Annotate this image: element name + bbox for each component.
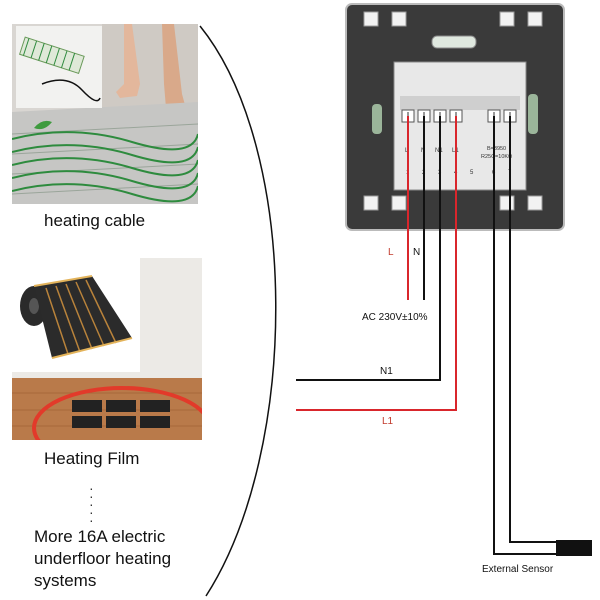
label-external-sensor: External Sensor [482, 564, 554, 575]
wire-l1-output [296, 116, 457, 411]
side-slot [372, 104, 382, 134]
terminal-num-5: 5 [470, 170, 474, 176]
external-sensor-probe [556, 540, 592, 556]
mount-tab [527, 195, 543, 211]
heating-film-photo [12, 258, 202, 440]
mount-tab [363, 11, 379, 27]
wire-sensor-a [493, 116, 556, 555]
more-systems-line-2: underfloor heating [34, 549, 172, 568]
wire-sensor-b [509, 116, 556, 543]
grouping-arc [199, 25, 277, 597]
terminal-block [393, 61, 527, 191]
heating-film-caption: Heating Film [44, 449, 140, 468]
more-systems-line-1: More 16A electric [34, 527, 166, 546]
label-l: L [388, 247, 394, 258]
mount-tab [527, 11, 543, 27]
mount-tab [499, 11, 515, 27]
more-dots: ····· [89, 480, 94, 528]
mount-tab [391, 11, 407, 27]
heating-cable-caption: heating cable [44, 211, 146, 230]
side-slot [528, 94, 538, 134]
label-n: N [413, 247, 420, 258]
top-slot [431, 35, 477, 49]
mount-tab [499, 195, 515, 211]
more-systems-line-3: systems [34, 571, 97, 590]
label-l1: L1 [382, 416, 394, 427]
label-n1: N1 [380, 366, 393, 377]
sensor-spec-1: B=3950 [487, 146, 506, 152]
sensor-spec-2: R25C=10KΩ [481, 154, 512, 160]
wire-n1-output [296, 116, 441, 381]
more-systems-caption: More 16A electric underfloor heating sys… [34, 526, 214, 592]
label-supply: AC 230V±10% [362, 312, 428, 323]
mount-tab [391, 195, 407, 211]
mount-tab [363, 195, 379, 211]
heating-cable-photo [12, 24, 198, 204]
